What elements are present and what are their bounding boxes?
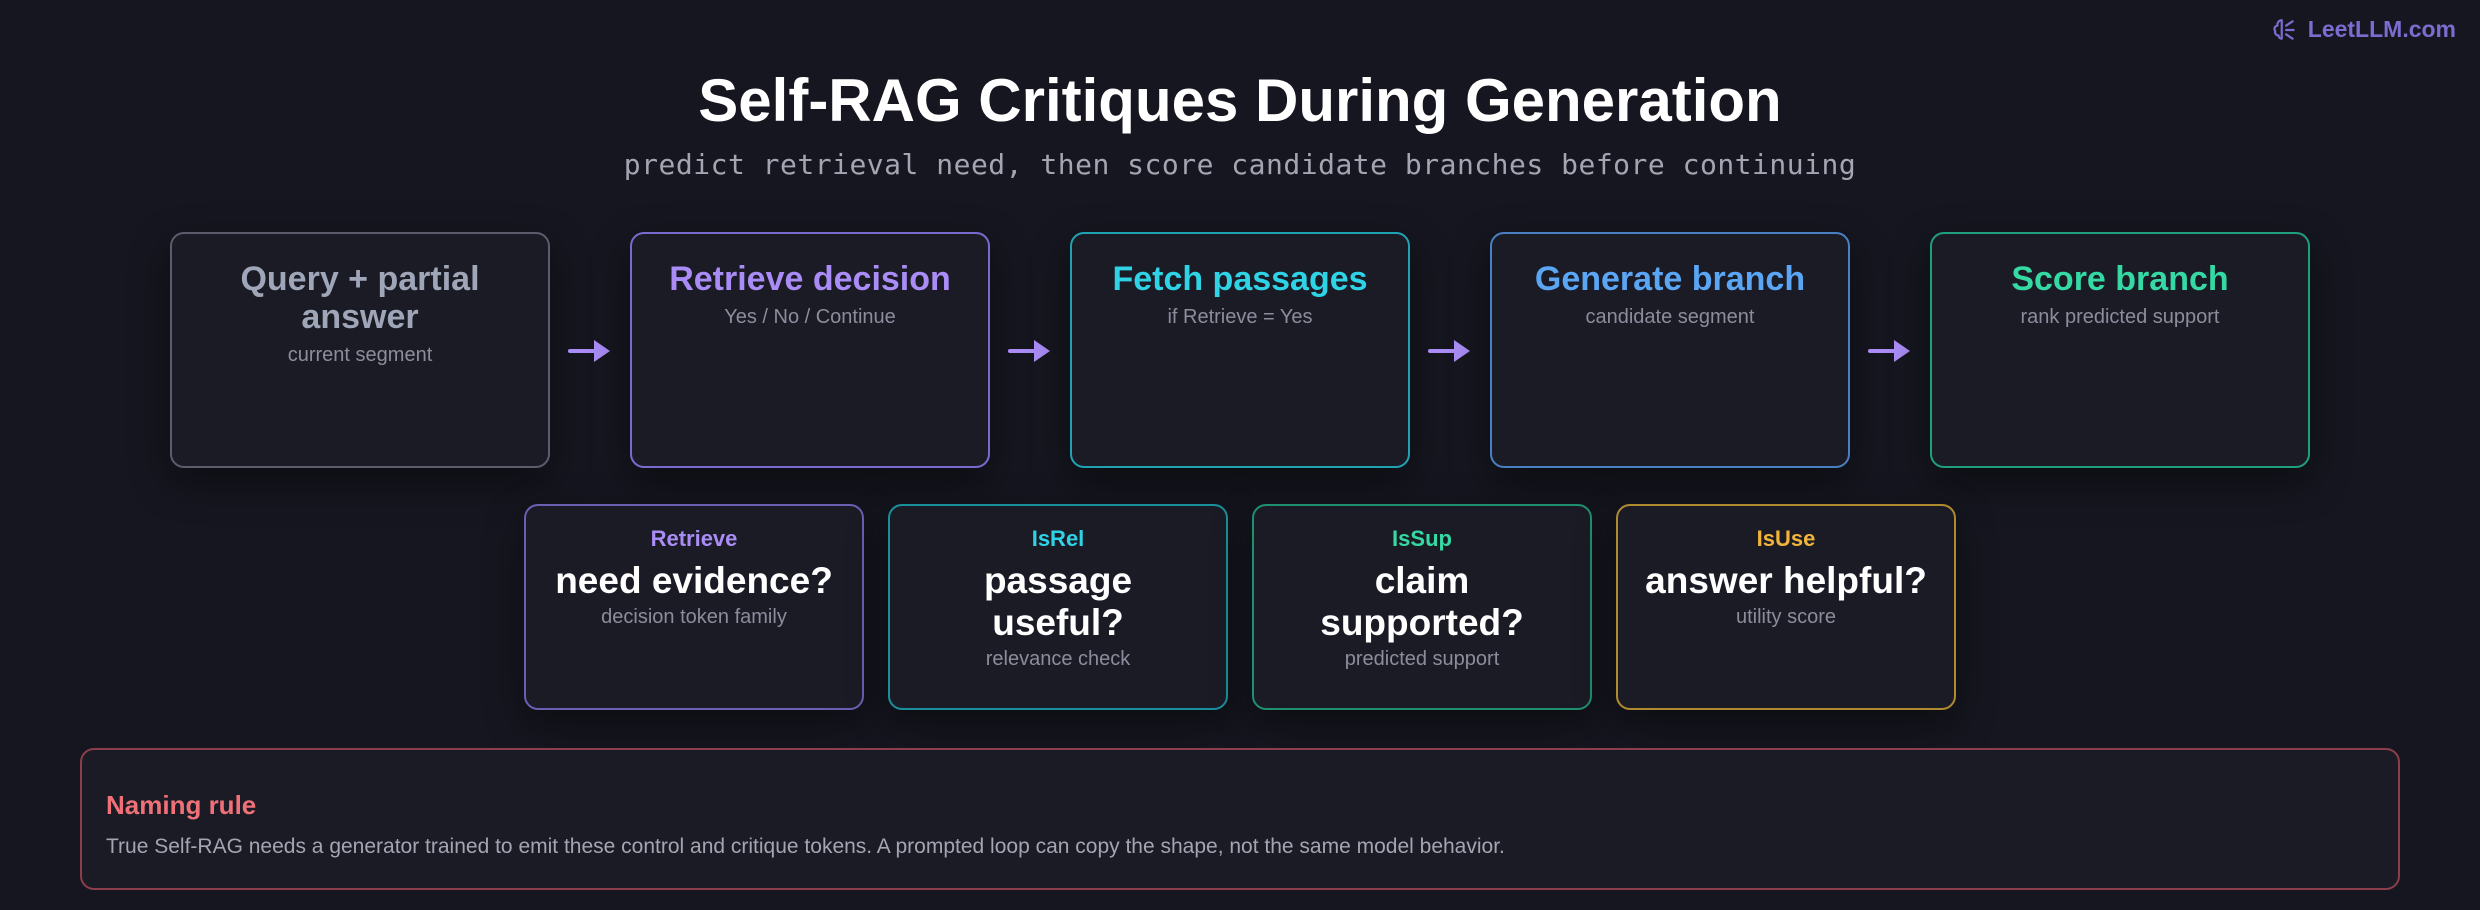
arrow-right-icon bbox=[1008, 340, 1050, 362]
token-question: passage useful? bbox=[983, 560, 1133, 643]
rule-title: Naming rule bbox=[106, 790, 257, 820]
naming-rule-callout: Naming rule True Self-RAG needs a genera… bbox=[80, 748, 2400, 890]
token-question: answer helpful? bbox=[1645, 560, 1927, 601]
stage-title: Fetch passages bbox=[1112, 260, 1368, 298]
brand-link[interactable]: LeetLLM.com bbox=[2272, 16, 2456, 43]
token-subtitle: predicted support bbox=[1344, 648, 1500, 670]
brand-label: LeetLLM.com bbox=[2307, 16, 2456, 42]
token-isrel: IsRel passage useful? relevance check bbox=[888, 504, 1228, 710]
token-subtitle: decision token family bbox=[601, 606, 787, 628]
token-label: IsRel bbox=[1031, 526, 1085, 551]
stage-fetch-passages: Fetch passages if Retrieve = Yes bbox=[1070, 232, 1410, 468]
stage-retrieve-decision: Retrieve decision Yes / No / Continue bbox=[630, 232, 990, 468]
token-issup: IsSup claim supported? predicted support bbox=[1252, 504, 1592, 710]
page-subtitle: predict retrieval need, then score candi… bbox=[623, 148, 1857, 181]
stage-title: Query + partial answer bbox=[240, 260, 480, 336]
arrow-right-icon bbox=[1428, 340, 1470, 362]
stage-subtitle: candidate segment bbox=[1585, 306, 1755, 328]
stage-title: Retrieve decision bbox=[669, 260, 951, 298]
token-isuse: IsUse answer helpful? utility score bbox=[1616, 504, 1956, 710]
stage-score-branch: Score branch rank predicted support bbox=[1930, 232, 2310, 468]
brain-icon bbox=[2273, 18, 2295, 40]
stage-title: Score branch bbox=[2011, 260, 2229, 298]
stage-subtitle: current segment bbox=[287, 344, 433, 366]
arrow-right-icon bbox=[568, 340, 610, 362]
rule-text: True Self-RAG needs a generator trained … bbox=[106, 835, 1505, 858]
arrow-right-icon bbox=[1868, 340, 1910, 362]
token-label: IsUse bbox=[1756, 526, 1816, 551]
stage-query: Query + partial answer current segment bbox=[170, 232, 550, 468]
token-question: claim supported? bbox=[1320, 560, 1524, 643]
token-label: Retrieve bbox=[650, 526, 738, 551]
token-retrieve: Retrieve need evidence? decision token f… bbox=[524, 504, 864, 710]
token-question: need evidence? bbox=[555, 560, 833, 601]
token-subtitle: utility score bbox=[1735, 606, 1837, 628]
stage-generate-branch: Generate branch candidate segment bbox=[1490, 232, 1850, 468]
stage-title: Generate branch bbox=[1534, 260, 1806, 298]
stage-subtitle: if Retrieve = Yes bbox=[1167, 306, 1313, 328]
token-label: IsSup bbox=[1392, 526, 1452, 551]
stage-subtitle: Yes / No / Continue bbox=[724, 306, 896, 328]
page-title: Self-RAG Critiques During Generation bbox=[698, 67, 1782, 134]
token-subtitle: relevance check bbox=[985, 648, 1131, 670]
stage-subtitle: rank predicted support bbox=[2020, 306, 2220, 328]
